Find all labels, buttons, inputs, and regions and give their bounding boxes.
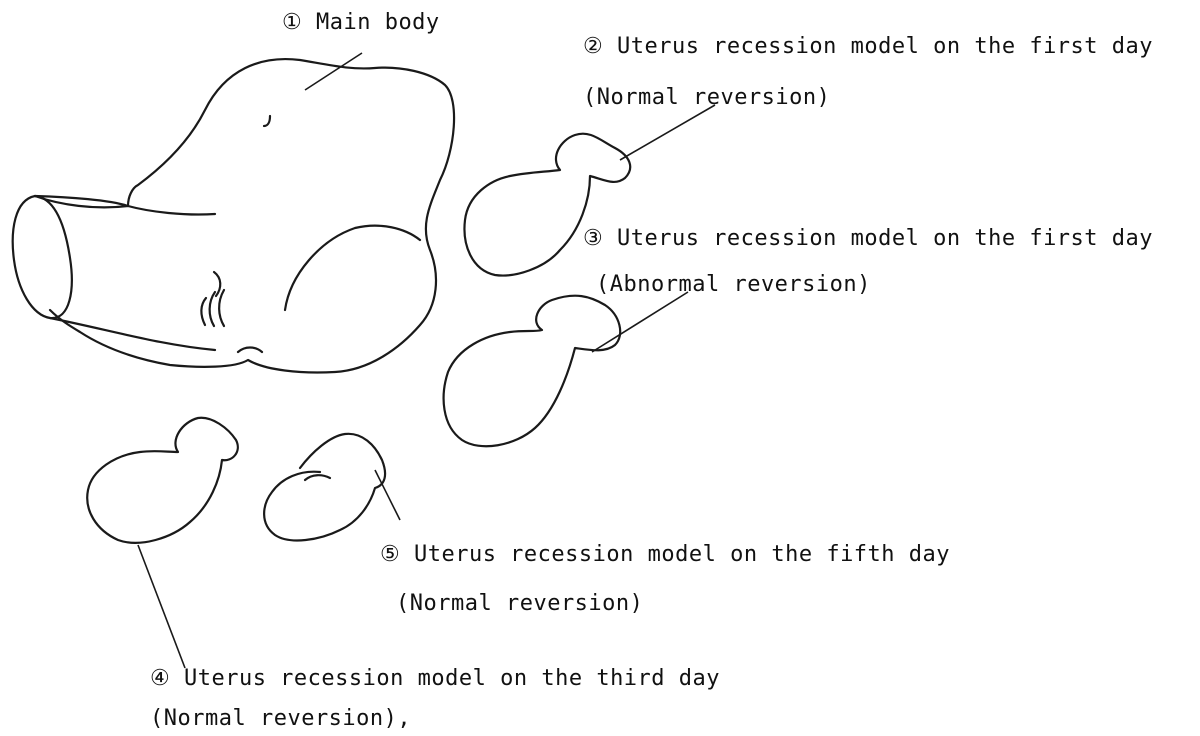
model-5-drawing	[263, 432, 387, 542]
label-model-3-line1: ③ Uterus recession model on the first da…	[583, 226, 1154, 251]
leader-line-model-5	[374, 469, 401, 521]
label-model-3-line2: (Abnormal reversion)	[596, 272, 871, 297]
leader-line-main-body	[304, 52, 363, 91]
model-2-drawing	[463, 132, 632, 277]
leader-line-model-2	[619, 104, 716, 161]
label-model-4-line2: (Normal reversion),	[150, 706, 412, 731]
label-model-5-line1: ⑤ Uterus recession model on the fifth da…	[380, 542, 951, 567]
label-model-4-line1: ④ Uterus recession model on the third da…	[150, 666, 721, 691]
leader-line-model-4	[137, 544, 186, 669]
main-body-drawing	[11, 58, 456, 374]
model-4-drawing	[86, 416, 239, 544]
label-model-2-line1: ② Uterus recession model on the first da…	[583, 34, 1154, 59]
label-model-5-line2: (Normal reversion)	[396, 591, 644, 616]
label-main-body: ① Main body	[282, 10, 440, 35]
label-model-2-line2: (Normal reversion)	[583, 85, 831, 110]
leader-line-model-3	[591, 291, 689, 353]
model-3-drawing	[442, 294, 622, 448]
